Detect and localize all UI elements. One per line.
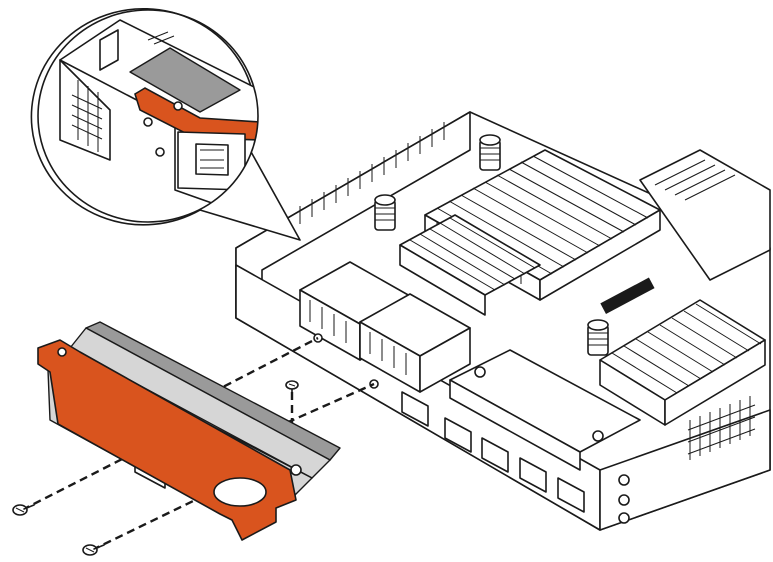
front-vent-grid <box>687 396 756 460</box>
heatsink-left <box>399 214 541 316</box>
front-screw-hole <box>618 474 630 486</box>
bracket-screw-hole <box>57 347 67 357</box>
bracket-screw-hole <box>290 464 302 476</box>
standoff-left <box>374 194 396 231</box>
rear-vent-slots <box>299 122 445 224</box>
connector-chips <box>600 277 655 314</box>
faceplate-bracket <box>37 321 341 541</box>
callout-orange-flange <box>134 87 258 141</box>
bracket-finger-hole <box>213 477 267 507</box>
screw-icon <box>285 380 299 400</box>
controller-module <box>235 111 771 531</box>
release-handle <box>449 349 641 471</box>
standoff-top <box>479 134 501 171</box>
riser-board <box>639 149 771 281</box>
standoff-right <box>587 319 609 356</box>
front-screw-hole <box>618 512 630 524</box>
heatsink-right <box>599 299 766 426</box>
sfp-cage-2 <box>359 293 471 393</box>
front-ports-row <box>401 391 585 513</box>
magnified-detail-callout <box>30 7 301 241</box>
front-screw-hole <box>618 494 630 506</box>
screw-icon <box>82 544 105 556</box>
screw-icon <box>12 504 35 516</box>
